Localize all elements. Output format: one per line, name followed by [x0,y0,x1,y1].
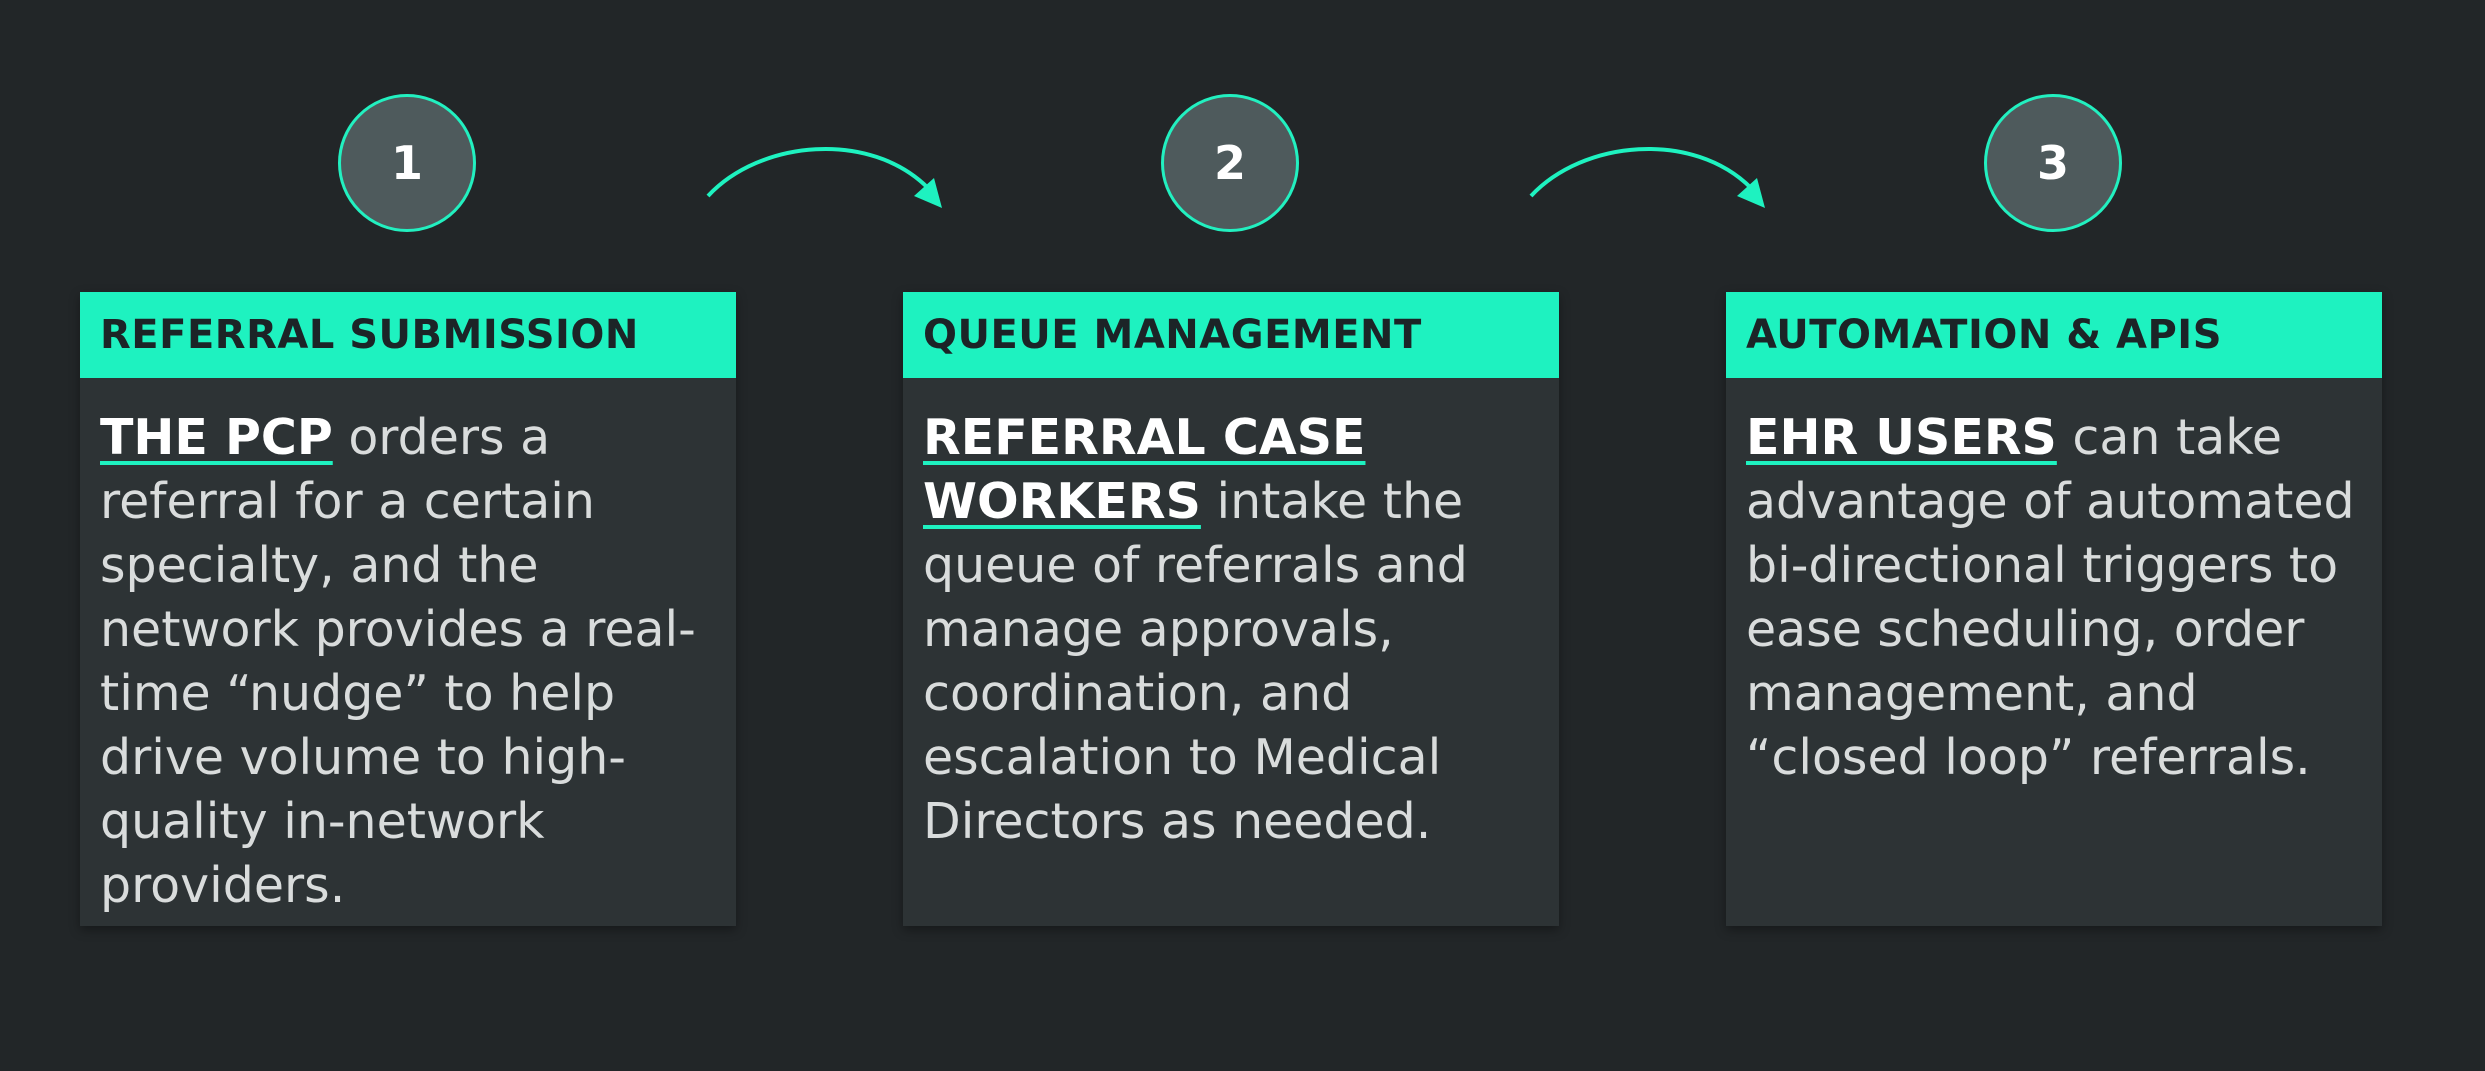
step-2-description: REFERRAL CASE WORKERS intake the queue o… [903,378,1559,854]
curved-arrow-icon [706,147,942,208]
step-1-description: THE PCP orders a referral for a certain … [80,378,736,918]
step-2-number: 2 [1213,136,1246,190]
step-1-number: 1 [390,136,423,190]
step-3-number: 3 [2036,136,2069,190]
step-3-number-circle: 3 [1984,94,2122,232]
step-3-card: AUTOMATION & APIS EHR USERS can take adv… [1726,292,2382,926]
step-3-lead: EHR USERS [1746,409,2057,466]
step-1-title: REFERRAL SUBMISSION [100,312,639,358]
step-3-title: AUTOMATION & APIS [1746,312,2222,358]
step-3-text: can take advantage of automated bi-direc… [1746,409,2355,786]
step-1-number-circle: 1 [338,94,476,232]
step-3-description: EHR USERS can take advantage of automate… [1726,378,2382,790]
step-2-header: QUEUE MANAGEMENT [903,292,1559,378]
step-2-title: QUEUE MANAGEMENT [923,312,1422,358]
step-3-header: AUTOMATION & APIS [1726,292,2382,378]
step-2-number-circle: 2 [1161,94,1299,232]
step-1-header: REFERRAL SUBMISSION [80,292,736,378]
step-2-text: intake the queue of referrals and manage… [923,473,1468,850]
step-2-card: QUEUE MANAGEMENT REFERRAL CASE WORKERS i… [903,292,1559,926]
step-1-lead: THE PCP [100,409,333,466]
step-1-text: orders a referral for a certain specialt… [100,409,696,914]
step-1-card: REFERRAL SUBMISSION THE PCP orders a ref… [80,292,736,926]
curved-arrow-icon [1529,147,1765,208]
step-2-lead: REFERRAL CASE WORKERS [923,409,1366,530]
